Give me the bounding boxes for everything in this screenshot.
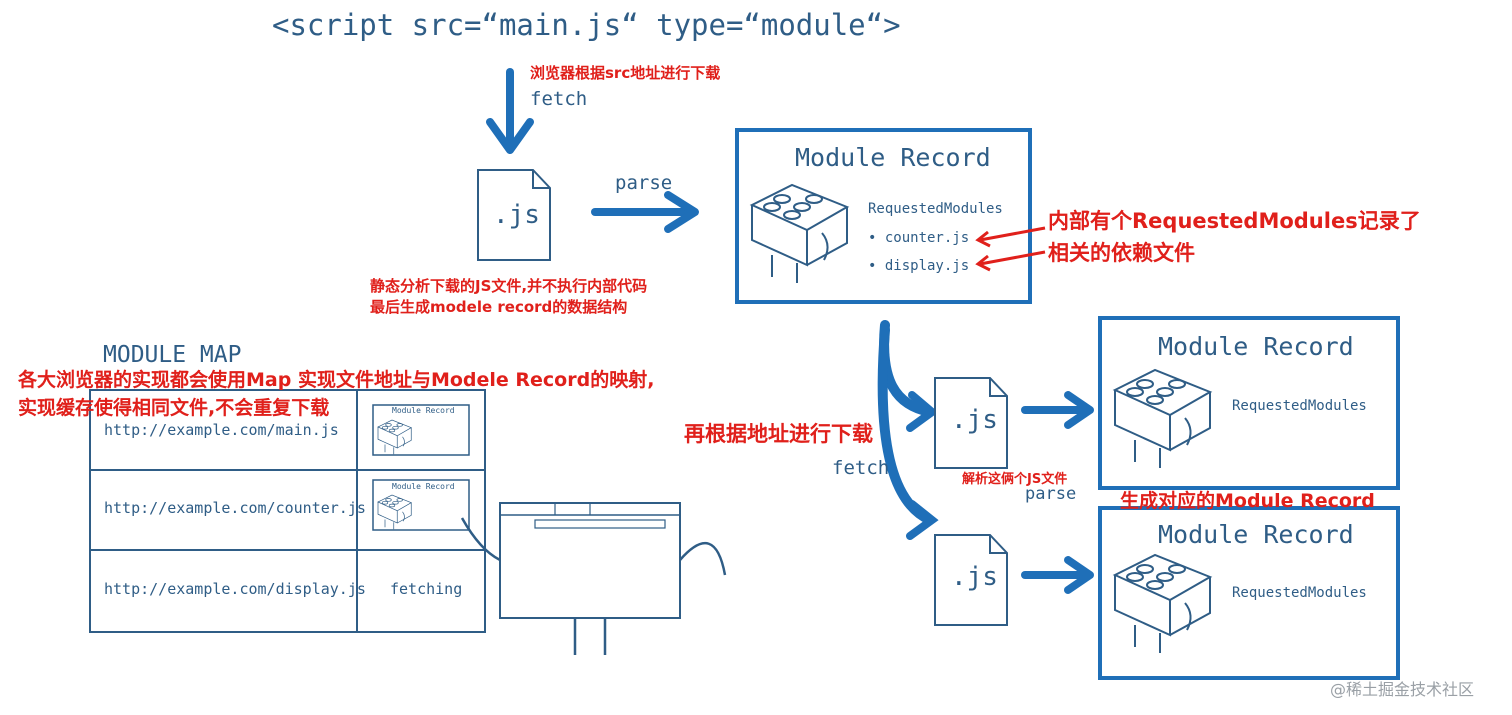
- map-row-status: fetching: [390, 580, 463, 598]
- annotation-requested-2: 相关的依赖文件: [1048, 241, 1195, 265]
- module-record-box: [1098, 316, 1400, 490]
- watermark: @稀土掘金技术社区: [1330, 680, 1475, 699]
- fetch-arrow-top: [486, 68, 534, 154]
- parse-label-top: parse: [615, 172, 673, 194]
- module-record-title: Module Record: [1158, 520, 1354, 549]
- module-record-box: [1098, 506, 1400, 680]
- mini-record-box: [372, 404, 470, 456]
- js-label: .js: [951, 562, 998, 592]
- dep-display: • display.js: [868, 258, 970, 274]
- mini-record-box: [372, 479, 470, 531]
- lego-block-icon: [1114, 369, 1211, 469]
- requested-modules-label: RequestedModules: [868, 201, 1003, 217]
- annotation-static-analysis-1: 静态分析下载的JS文件,并不执行内部代码: [370, 277, 648, 295]
- module-map-title: MODULE MAP: [103, 342, 242, 368]
- map-row-url: http://example.com/counter.js: [104, 499, 366, 517]
- js-label: .js: [493, 200, 540, 230]
- fetch-label-bottom: fetch: [832, 457, 890, 479]
- lego-block-icon: [751, 184, 848, 284]
- fetch-arrows-bottom: [877, 320, 939, 540]
- requested-modules-label: RequestedModules: [1232, 398, 1367, 414]
- annotation-requested-1: 内部有个RequestedModules记录了: [1048, 209, 1421, 233]
- module-record-title: Module Record: [1158, 332, 1354, 361]
- parse-arrows-bottom: [1021, 391, 1094, 594]
- annotation-download-by-src: 浏览器根据src地址进行下载: [530, 64, 721, 82]
- annotation-generate-record: 生成对应的Module Record: [1120, 490, 1375, 512]
- script-tag-text: <script src=“main.js“ type=“module“>: [272, 8, 901, 42]
- parse-label-bottom: parse: [1025, 484, 1077, 504]
- browser-character-icon: [460, 502, 727, 655]
- map-row-url: http://example.com/main.js: [104, 421, 339, 439]
- annotation-download-again: 再根据地址进行下载: [684, 422, 873, 446]
- mini-record-title: Module Record: [392, 482, 455, 491]
- parse-arrow-top: [591, 191, 699, 233]
- fetch-label-top: fetch: [530, 88, 588, 110]
- module-map-table: [89, 389, 486, 633]
- mini-record-title: Module Record: [392, 406, 455, 415]
- annotation-module-map-2: 实现缓存使得相同文件,不会重复下载: [18, 397, 330, 419]
- annotation-module-map-1: 各大浏览器的实现都会使用Map 实现文件地址与Modele Record的映射,: [18, 369, 655, 391]
- module-record-box: [735, 128, 1032, 304]
- lego-block-icon: [1114, 554, 1211, 654]
- requested-modules-label: RequestedModules: [1232, 585, 1367, 601]
- annotation-parse-two: 解析这俩个JS文件: [962, 472, 1068, 487]
- red-pointer-arrows: [975, 226, 1046, 272]
- dep-counter: • counter.js: [868, 230, 970, 246]
- map-row-url: http://example.com/display.js: [104, 580, 366, 598]
- js-label: .js: [951, 405, 998, 435]
- mini-lego-icon: [377, 419, 412, 455]
- mini-lego-icon: [377, 494, 412, 530]
- module-record-title: Module Record: [795, 143, 991, 172]
- annotation-static-analysis-2: 最后生成modele record的数据结构: [370, 298, 628, 316]
